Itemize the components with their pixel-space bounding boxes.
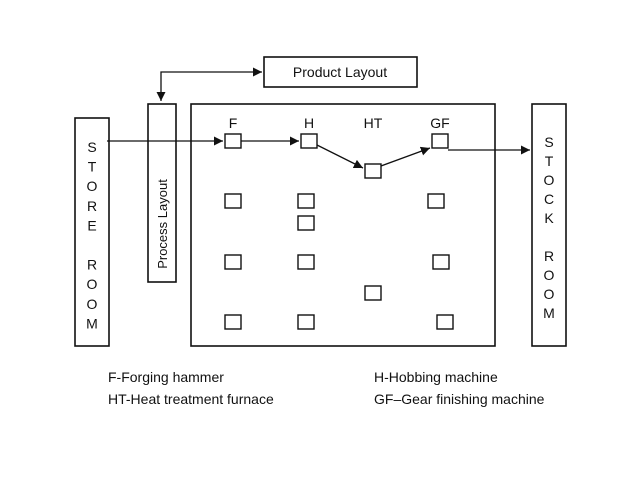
store-room-letter-8: O	[87, 296, 98, 312]
column-label-gf: GF	[430, 115, 449, 131]
stock-room-letter-8: O	[544, 286, 555, 302]
stock-room-box	[531, 103, 567, 347]
store-room-letter-7: O	[87, 276, 98, 292]
flow-arrow-h-to-ht	[316, 144, 364, 169]
legend-forging-hammer: F-Forging hammer	[108, 369, 224, 385]
machine-f-2	[224, 193, 242, 209]
machine-h-3	[297, 215, 315, 231]
machine-h-1	[300, 133, 318, 149]
stock-room-letter-4: K	[544, 210, 554, 226]
machine-gf-3	[432, 254, 450, 270]
machine-f-1	[224, 133, 242, 149]
store-room-letter-0: S	[87, 139, 96, 155]
column-label-h: H	[304, 115, 314, 131]
legend-heat-treatment-furnace: HT-Heat treatment furnace	[108, 391, 274, 407]
machine-ht-1	[364, 163, 382, 179]
machine-gf-1	[431, 133, 449, 149]
shop-floor-box	[190, 103, 496, 347]
machine-gf-4	[436, 314, 454, 330]
machine-gf-2	[427, 193, 445, 209]
legend-hobbing-machine: H-Hobbing machine	[374, 369, 498, 385]
product-layout-label: Product Layout	[293, 64, 387, 80]
layout-link-arrow	[156, 67, 262, 101]
legend-gear-finishing-machine: GF–Gear finishing machine	[374, 391, 545, 407]
product-layout-box	[263, 56, 418, 88]
store-room-letter-9: M	[86, 315, 98, 331]
store-room-letter-6: R	[87, 257, 97, 273]
store-room-letter-1: T	[88, 159, 97, 175]
machine-f-3	[224, 254, 242, 270]
store-room-letter-3: R	[87, 198, 97, 214]
column-label-ht: HT	[364, 115, 383, 131]
machine-h-4	[297, 254, 315, 270]
process-layout-label: Process Layout	[155, 179, 170, 269]
store-room-letter-4: E	[87, 217, 96, 233]
machine-f-4	[224, 314, 242, 330]
stock-room-letter-9: M	[543, 305, 555, 321]
machine-h-2	[297, 193, 315, 209]
process-layout-box	[147, 103, 177, 283]
store-room-letter-2: O	[87, 178, 98, 194]
stock-room-letter-3: C	[544, 191, 554, 207]
stock-room-letter-1: T	[545, 153, 554, 169]
product-flow	[107, 136, 530, 169]
machine-h-5	[297, 314, 315, 330]
stock-room-letter-7: O	[544, 267, 555, 283]
machine-ht-2	[364, 285, 382, 301]
column-label-f: F	[229, 115, 238, 131]
stock-room-letter-6: R	[544, 248, 554, 264]
stock-room-letter-0: S	[544, 134, 553, 150]
store-room-box	[74, 117, 110, 347]
stock-room-letter-2: O	[544, 172, 555, 188]
flow-arrow-ht-to-gf	[380, 146, 431, 167]
machines	[224, 133, 454, 330]
